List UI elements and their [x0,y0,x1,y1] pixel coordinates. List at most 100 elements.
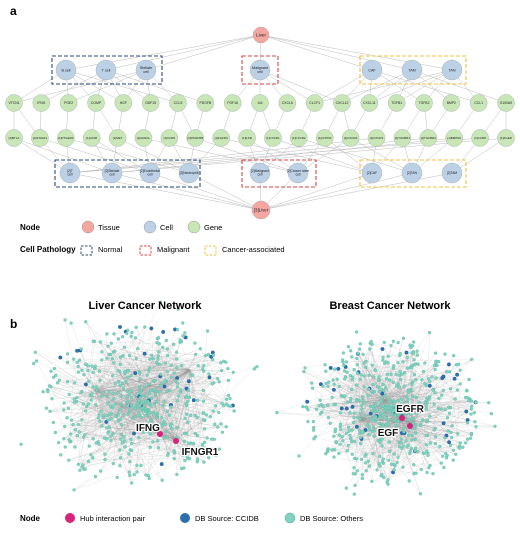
liver-node [68,438,71,441]
liver-node [217,411,220,414]
breast-node [391,413,394,416]
liver-node [98,370,101,373]
liver-node [98,443,101,446]
liver-node [176,399,179,402]
breast-node [473,420,476,423]
legend-malignant-swatch [140,246,151,255]
liver-node [229,397,232,400]
liver-node [153,402,156,405]
liver-node [87,364,90,367]
receptor-node-cxcr2-label: [1]CXCR2 [292,136,306,140]
liver-node [56,381,59,384]
liver-node [154,393,157,396]
liver-node [177,395,180,398]
breast-node [433,428,436,431]
liver-node [157,336,160,339]
liver-node [213,423,216,426]
liver-node [113,362,116,365]
liver-node [67,459,70,462]
breast-node [368,465,371,468]
breast-node [368,428,371,431]
liver-node [92,340,95,343]
breast-node [420,468,423,471]
liver-node [108,413,111,416]
breast-node [395,424,398,427]
liver-node [169,424,172,427]
breast-node [298,455,301,458]
liver-node [207,353,210,356]
liver-node [117,412,120,415]
breast-node [467,399,470,402]
liver-node [220,423,223,426]
liver-node [99,470,102,473]
breast-node [368,433,371,436]
liver-node [70,419,73,422]
liver-node [111,357,114,360]
liver-node [209,415,212,418]
breast-node [458,447,461,450]
breast-node [403,371,406,374]
breast-node [376,409,379,412]
liver-node [73,488,76,491]
liver-node [105,332,108,335]
breast-node [367,388,370,391]
breast-node [459,382,462,385]
liver-node [46,390,49,393]
breast-node [403,385,406,388]
liver-node [59,453,62,456]
breast-node [347,345,350,348]
breast-node [388,401,391,404]
breast-node [461,446,464,449]
breast-node [346,371,349,374]
breast-node [378,455,381,458]
breast-node [409,346,412,349]
liver-node [134,415,137,418]
liver-node [110,435,113,438]
liver-node [192,442,195,445]
liver-node [78,359,81,362]
breast-node [382,356,385,359]
liver-node [149,389,152,392]
liver-node [211,382,214,385]
breast-node [348,411,351,414]
liver-node [125,405,128,408]
liver-node [73,446,76,449]
liver-node [168,414,171,417]
breast-node [441,455,444,458]
breast-node [382,389,385,392]
gene-node-cxcl12-label: CXCL12 [336,101,349,105]
receptor-node-pdgfrb-label: [1]PDGFRB [187,136,203,140]
breast-node [394,417,397,420]
liver-node [164,379,167,382]
liver-node [221,402,224,405]
breast-ccidb-node [428,384,432,388]
breast-node [416,350,419,353]
liver-node [119,356,122,359]
breast-node [324,363,327,366]
tissue-node-liver-bottom-label: [3]Liver [254,208,269,213]
liver-node [159,373,162,376]
legend-malignant-label: Malignant [157,245,190,254]
liver-node [80,369,83,372]
liver-node [103,453,106,456]
breast-node [456,432,459,435]
breast-node [393,400,396,403]
liver-node [219,361,222,364]
breast-node [302,370,305,373]
breast-ccidb-node [453,377,457,381]
breast-node [339,411,342,414]
breast-node [359,412,362,415]
breast-node [412,341,415,344]
breast-node [349,434,352,437]
breast-node [425,384,428,387]
legend-hub-label: Hub interaction pair [80,514,146,523]
liver-node [221,431,224,434]
liver-node [130,442,133,445]
liver-edge [100,342,159,344]
breast-node [406,418,409,421]
legend-cancer-associated-label: Cancer-associated [222,245,285,254]
breast-ccidb-node [447,440,451,444]
liver-node [216,377,219,380]
breast-node [351,378,354,381]
cell-node-bottom-caf-label: [2]CAF [367,171,377,175]
